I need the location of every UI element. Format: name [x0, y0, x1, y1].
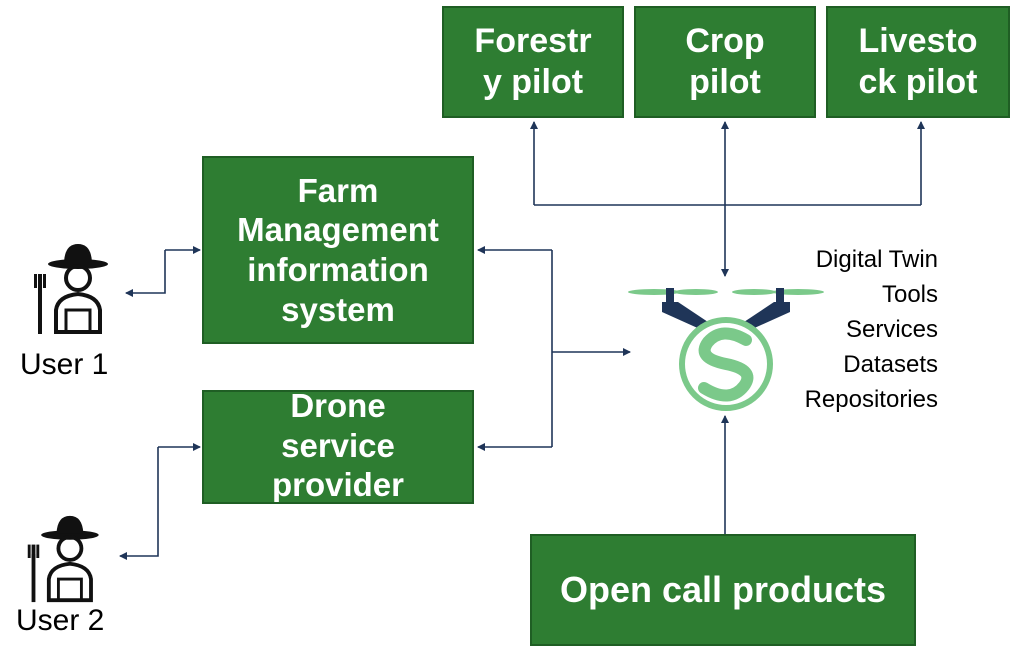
drone-line1: Drone — [290, 390, 386, 424]
forestry-pilot-box: Forestr y pilot — [442, 6, 624, 118]
tools-item: Datasets — [843, 351, 938, 378]
tools-item: Tools — [881, 281, 938, 308]
tools-item: Services — [845, 316, 938, 343]
fmis-box: Farm Management information system — [202, 156, 474, 344]
open-call-products-box: Open call products — [530, 534, 916, 646]
drone-line2: service — [281, 426, 395, 464]
forestry-pilot-line2: y pilot — [482, 63, 584, 101]
tools-list: Digital Twin Tools Services Datasets Rep… — [760, 242, 938, 417]
crop-pilot-line2: pilot — [689, 63, 761, 101]
crop-pilot-box: Crop pilot — [634, 6, 816, 118]
fmis-line1: Farm — [297, 171, 379, 209]
fmis-line2: Management — [237, 211, 439, 249]
tools-item: Repositories — [804, 386, 938, 413]
arrow-fmis-to-user1 — [125, 250, 166, 297]
livestock-pilot-line2: ck pilot — [858, 63, 978, 101]
drone-logo-icon — [628, 288, 824, 411]
farmer-icon — [34, 244, 108, 334]
user2-label: User 2 — [16, 604, 105, 637]
farmer-icon — [27, 515, 99, 603]
livestock-pilot-box: Livesto ck pilot — [826, 6, 1010, 118]
fmis-line3: information — [247, 251, 429, 288]
user1-label: User 1 — [20, 348, 109, 381]
arrow-drone-to-user2 — [119, 447, 159, 560]
tools-item: Digital Twin — [815, 246, 938, 273]
crop-pilot-line1: Crop — [685, 22, 765, 61]
livestock-pilot-line1: Livesto — [858, 22, 978, 61]
fmis-line4: system — [281, 290, 395, 328]
forestry-pilot-line1: Forestr — [474, 22, 592, 61]
drone-service-provider-box: Drone service provider — [202, 390, 474, 504]
drone-line3: provider — [271, 466, 405, 504]
open-call-label: Open call products — [559, 569, 887, 611]
